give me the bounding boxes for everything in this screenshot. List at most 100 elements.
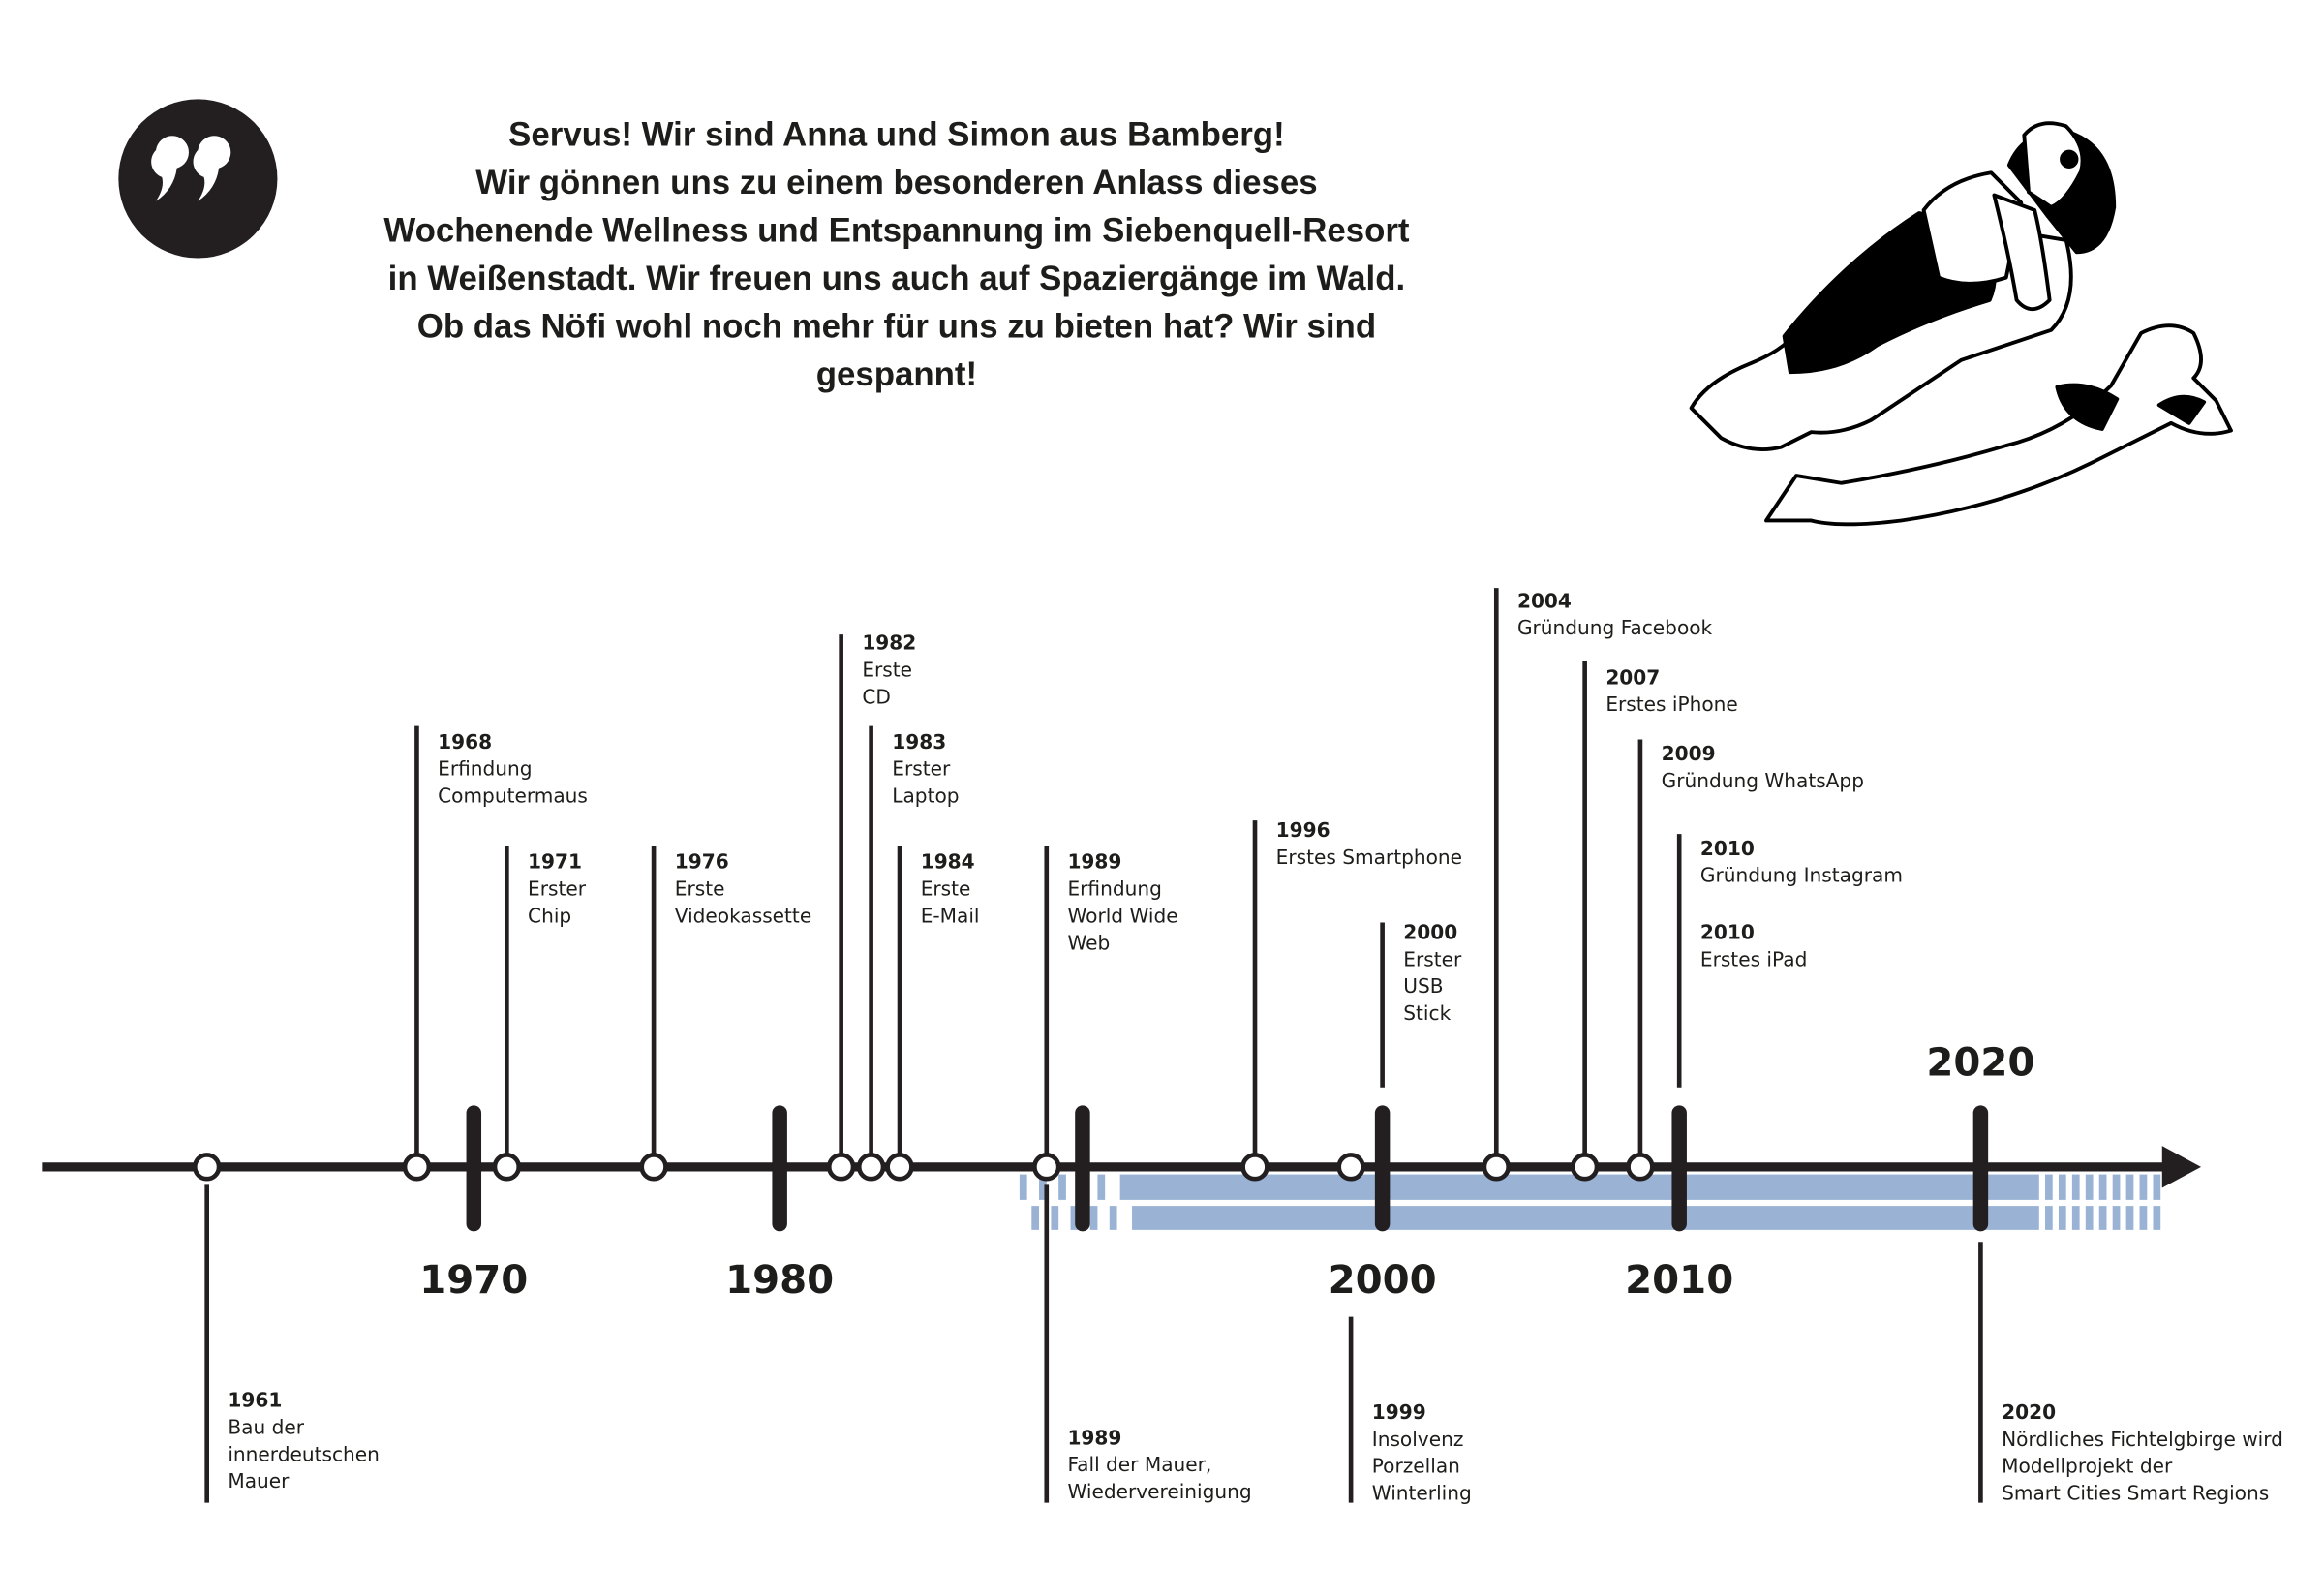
highlight-band	[1019, 1174, 2161, 1230]
band-stripe	[1019, 1174, 1027, 1200]
decade-label: 1980	[725, 1258, 834, 1303]
event-label: World Wide	[1067, 904, 1177, 927]
intro-line: Servus! Wir sind Anna und Simon aus Bamb…	[508, 115, 1285, 153]
event-label: Smart Cities Smart Regions	[2002, 1482, 2269, 1505]
event-label: Erster	[528, 877, 587, 901]
event-label: Nördliches Fichtelgbirge wird	[2002, 1428, 2283, 1451]
event-label: Chip	[528, 904, 571, 927]
event-year: 1983	[892, 730, 946, 754]
intro-line: Wochenende Wellness und Entspannung im S…	[383, 211, 1410, 249]
intro-line: in Weißenstadt. Wir freuen uns auch auf …	[388, 260, 1406, 297]
event-year: 1976	[675, 850, 729, 874]
event-year: 2007	[1605, 665, 1660, 689]
event-year: 1984	[921, 850, 975, 874]
band-stripe	[2058, 1174, 2066, 1200]
event-label: Erfindung	[438, 757, 532, 781]
decade-label: 2000	[1329, 1258, 1437, 1303]
event-year: 2004	[1517, 589, 1572, 612]
event-label: Computermaus	[438, 784, 588, 808]
event-marker	[826, 1153, 856, 1182]
event-label: Winterling	[1372, 1482, 1472, 1505]
event-year: 2010	[1700, 837, 1755, 860]
band-stripe	[1039, 1174, 1047, 1200]
intro-line: Ob das Nöfi wohl noch mehr für uns zu bi…	[417, 308, 1376, 346]
event-marker	[639, 1153, 668, 1182]
intro-text: Servus! Wir sind Anna und Simon aus Bamb…	[383, 115, 1410, 393]
band-stripe	[2153, 1174, 2161, 1200]
band-segment	[1132, 1206, 2039, 1230]
band-stripe	[1031, 1206, 1040, 1230]
event-label: Wiedervereinigung	[1067, 1480, 1251, 1503]
event-year: 1968	[438, 730, 492, 754]
band-stripe	[1089, 1206, 1098, 1230]
band-stripe	[2045, 1206, 2053, 1230]
event-label: Insolvenz	[1372, 1428, 1464, 1451]
band-stripe	[2112, 1174, 2121, 1200]
event-year: 2000	[1403, 920, 1457, 943]
band-stripe	[2058, 1206, 2066, 1230]
event-label: Gründung Instagram	[1700, 864, 1903, 887]
event-year: 1989	[1067, 850, 1121, 874]
event-label: Fall der Mauer,	[1067, 1453, 1211, 1476]
event-marker	[1240, 1153, 1269, 1182]
band-stripe	[2098, 1206, 2107, 1230]
band-stripe	[2112, 1206, 2121, 1230]
event-label: Erste	[675, 877, 725, 901]
event-label: Porzellan	[1372, 1455, 1460, 1478]
couple-illustration	[1689, 121, 2233, 527]
decade-label: 2010	[1625, 1258, 1733, 1303]
band-stripe	[2139, 1174, 2148, 1200]
event-label: E-Mail	[921, 904, 980, 927]
event-label: USB	[1403, 974, 1443, 998]
event-label: Mauer	[228, 1469, 290, 1492]
event-label: Erste	[921, 877, 971, 901]
event-marker	[1626, 1153, 1655, 1182]
intro-line: Wir gönnen uns zu einem besonderen Anlas…	[475, 164, 1317, 201]
event-label: Modellprojekt der	[2002, 1455, 2173, 1478]
band-stripe	[1051, 1206, 1059, 1230]
event-label: Videokassette	[675, 904, 811, 927]
event-marker	[1482, 1153, 1511, 1182]
event-marker	[1032, 1153, 1061, 1182]
highlight-year-label: 2020	[1926, 1040, 2034, 1085]
event-label: Gründung WhatsApp	[1662, 769, 1864, 792]
event-year: 2010	[1700, 920, 1755, 943]
band-stripe	[2125, 1174, 2134, 1200]
event-marker	[1336, 1153, 1365, 1182]
event-label: Erfindung	[1067, 877, 1161, 901]
band-stripe	[1070, 1206, 1079, 1230]
event-marker	[856, 1153, 886, 1182]
event-marker	[492, 1153, 522, 1182]
band-stripe	[1109, 1206, 1117, 1230]
band-stripe	[2098, 1174, 2107, 1200]
event-label: Erstes iPad	[1700, 947, 1807, 970]
event-marker	[885, 1153, 914, 1182]
event-label: Erstes Smartphone	[1276, 846, 1462, 869]
event-label: Bau der	[228, 1415, 304, 1438]
band-stripe	[2045, 1174, 2053, 1200]
quote-icon	[118, 99, 278, 259]
band-stripe	[2085, 1206, 2094, 1230]
band-stripe	[1058, 1174, 1066, 1200]
event-marker	[402, 1153, 432, 1182]
event-year: 1982	[862, 631, 916, 655]
band-stripe	[2071, 1174, 2080, 1200]
decade-label: 1970	[419, 1258, 528, 1303]
band-stripe	[2139, 1206, 2148, 1230]
